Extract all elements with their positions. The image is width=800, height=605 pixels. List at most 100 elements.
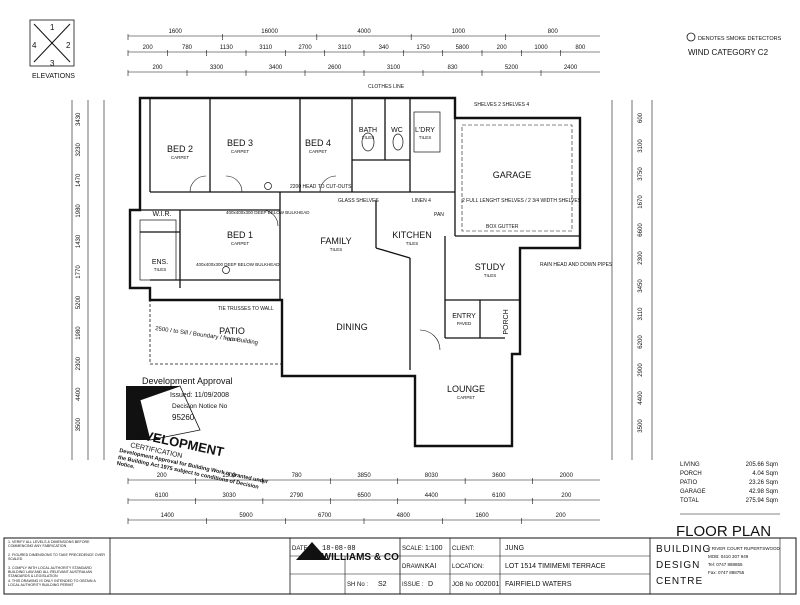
dimension-label: 1400 — [161, 513, 175, 519]
dimension-label: 3500 — [76, 417, 82, 431]
room-finish: TILES — [154, 267, 167, 272]
title-note: 2. FIGURED DIMENSIONS TO TAKE PRECEDENCE… — [8, 553, 105, 562]
dimension-label: 3400 — [269, 65, 283, 71]
room-finish: CARPET — [231, 241, 250, 246]
box-gutter-note: BOX GUTTER — [486, 224, 519, 230]
sheet-value: S2 — [378, 581, 387, 588]
contact-3: Tel: 0747 888855 — [708, 562, 743, 567]
stamp-decision: Decision Notice No — [172, 403, 228, 410]
job-label: JOB No : — [452, 582, 477, 588]
clothes-line-note: CLOTHES LINE — [368, 84, 405, 90]
dimension-label: 200 — [143, 45, 154, 51]
dimension-label: 3110 — [638, 307, 644, 321]
dimension-label: 5800 — [456, 45, 470, 51]
client-label: CLIENT: — [452, 546, 475, 552]
dimension-label: 1980 — [76, 326, 82, 340]
stamp-approval: Development Approval — [142, 376, 233, 386]
dimension-label: 6600 — [638, 223, 644, 237]
dimension-label: 1000 — [534, 45, 548, 51]
dimension-label: 780 — [292, 473, 303, 479]
dimension-label: 1980 — [76, 204, 82, 218]
room-name: WC — [391, 127, 403, 134]
dimension-label: 5200 — [76, 295, 82, 309]
room-finish: TILES — [226, 337, 239, 342]
company-logo-icon — [296, 542, 328, 560]
smoke-detector-icon — [222, 266, 230, 274]
dimension-label: 2300 — [222, 473, 236, 479]
wind-category: WIND CATEGORY C2 — [688, 48, 769, 57]
dimension-label: 3100 — [387, 65, 401, 71]
dimension-label: 2000 — [560, 473, 574, 479]
room-finish: CARPET — [457, 395, 476, 400]
linen-note: LINEN 4 — [412, 198, 431, 204]
scale-label: SCALE: — [402, 546, 424, 552]
dimension-label: 3430 — [76, 112, 82, 126]
title-block: A WILLIAMS & CO — [3, 537, 797, 595]
smoke-note: DENOTES SMOKE DETECTORS — [698, 36, 782, 42]
dimension-label: 200 — [152, 65, 163, 71]
room-name: LOUNGE — [447, 384, 485, 394]
internal-walls — [140, 98, 580, 376]
dimension-label: 3600 — [492, 473, 506, 479]
area-label: PORCH — [680, 471, 702, 477]
elevations-compass: 1 2 3 4 ELEVATIONS — [29, 19, 75, 80]
stamp-issued: Issued: 11/09/2008 — [170, 392, 229, 399]
dimension-label: 6100 — [155, 493, 169, 499]
date-value: 18-08-08 — [322, 545, 356, 553]
dimension-label: 3850 — [357, 473, 371, 479]
dimension-label: 6100 — [492, 493, 506, 499]
dimension-label: 830 — [447, 65, 458, 71]
room-name: L'DRY — [415, 127, 435, 134]
room-name: ENS. — [152, 259, 168, 266]
date-label: DATE: — [292, 546, 310, 552]
title-note: 3. COMPLY WITH LOCAL AUTHORITY STANDARD … — [8, 566, 93, 579]
dimension-label: 1770 — [76, 265, 82, 279]
room-finish: CARPET — [231, 149, 250, 154]
area-value: 275.94 Sqm — [746, 498, 778, 504]
room-finish: TILES — [419, 135, 432, 140]
development-approval-stamp: Development Approval Issued: 11/09/2008 … — [116, 376, 269, 491]
dimension-label: 4400 — [638, 391, 644, 405]
compass-e: 2 — [66, 41, 71, 50]
dimension-label: 3110 — [338, 45, 352, 51]
dimension-label: 340 — [379, 45, 390, 51]
dimension-label: 3750 — [638, 167, 644, 181]
room-name: ENTRY — [452, 313, 476, 320]
dimension-label: 2300 — [76, 356, 82, 370]
bdc-line-1: BUILDING — [656, 544, 711, 555]
dimension-label: 2790 — [290, 493, 304, 499]
dimension-label: 3500 — [638, 419, 644, 433]
dimension-label: 2900 — [638, 363, 644, 377]
room-name: DINING — [336, 322, 368, 332]
bulkhead-note: 400x400x300 DEEP BELOW BULKHEAD — [226, 210, 310, 215]
room-name: PORCH — [503, 309, 510, 334]
dimension-label: 1430 — [76, 234, 82, 248]
area-label: PATIO — [680, 480, 697, 486]
area-value: 23.26 Sqm — [749, 480, 778, 486]
side-dimension-lines — [71, 100, 653, 460]
dimension-label: 2700 — [298, 45, 312, 51]
dimension-label: 800 — [548, 29, 559, 35]
stamp-text: Development Approval for Building Work i… — [116, 448, 269, 491]
room-name: PATIO — [219, 326, 245, 336]
dimension-label: 3030 — [222, 493, 236, 499]
dimension-label: 3100 — [638, 139, 644, 153]
bulkhead-note-2: 400x400x300 DEEP BELOW BULKHEAD — [196, 262, 280, 267]
smoke-detector-icon — [686, 32, 696, 42]
sheet-label: SH No : — [347, 582, 368, 588]
dimension-label: 6500 — [357, 493, 371, 499]
compass-s: 3 — [50, 59, 55, 68]
dimension-label: 1000 — [452, 29, 466, 35]
issue-value: D — [428, 581, 433, 588]
contact-2: MOB: 0410 307 949 — [708, 554, 749, 559]
rain-head-note: RAIN HEAD AND DOWN PIPES — [540, 262, 613, 268]
room-name: BED 1 — [227, 230, 253, 240]
estate-value: FAIRFIELD WATERS — [505, 581, 572, 588]
head-cutouts-note: 2200 HEAD TO CUT-OUTS — [290, 184, 352, 190]
location-label: LOCATION: — [452, 564, 484, 570]
room-name: FAMILY — [320, 236, 351, 246]
bdc-line-3: CENTRE — [656, 576, 703, 587]
compass-w: 4 — [32, 41, 37, 50]
scale-value: 1:100 — [425, 545, 443, 552]
